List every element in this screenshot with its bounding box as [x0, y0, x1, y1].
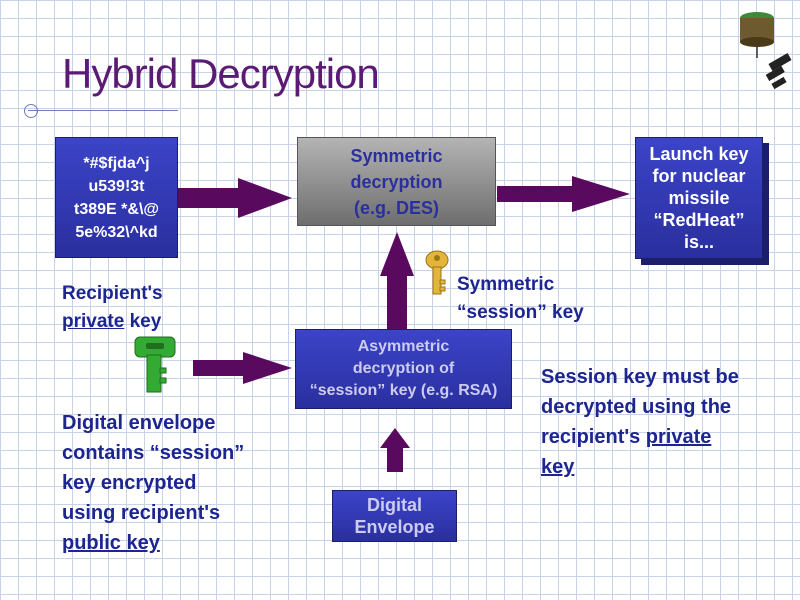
ciphertext-line: u539!3t [88, 177, 145, 195]
title-rule [28, 110, 178, 111]
arrow-sym-to-launch [497, 176, 630, 212]
envelope-note-line: using recipient's [62, 502, 221, 524]
recipient-private-word: private [62, 311, 125, 332]
envelope-note-public-key: public key [62, 532, 160, 554]
launch-line: for nuclear [652, 166, 746, 186]
symmetric-line: decryption [350, 171, 443, 192]
asymmetric-decryption-box: Asymmetric decryption of “session” key (… [295, 329, 512, 409]
bullet-circle [24, 104, 38, 118]
sym-key-line2: “session” key [457, 302, 584, 323]
envelope-note-line: key encrypted [62, 472, 197, 494]
session-note-line: decrypted using the [541, 396, 732, 418]
asymmetric-line: “session” key (e.g. RSA) [309, 382, 498, 399]
ciphertext-line: t389E *&\@ [74, 200, 159, 218]
gold-key-icon [425, 250, 449, 295]
asymmetric-line: Asymmetric [357, 338, 450, 355]
plaintext-launch-box: Launch key for nuclear missile “RedHeat”… [635, 137, 763, 259]
recipient-prefix: Recipient's [62, 283, 163, 304]
symmetric-session-key-label: Symmetric “session” key [457, 271, 584, 327]
session-note-prefix: recipient's [541, 426, 646, 448]
session-key-note: Session key must be decrypted using the … [541, 362, 739, 482]
session-note-line: Session key must be [541, 366, 739, 388]
arrow-cipher-to-sym [178, 178, 292, 218]
green-key-icon [134, 336, 176, 393]
recipient-key-word: key [124, 311, 162, 332]
symmetric-line: Symmetric [350, 145, 443, 166]
session-note-private: private [645, 426, 712, 448]
envelope-note-line: contains “session” [62, 442, 245, 464]
symmetric-line: (e.g. DES) [353, 197, 439, 218]
ciphertext-line: 5e%32\^kd [75, 223, 158, 241]
session-note-key: key [541, 456, 575, 478]
envelope-note-line: Digital envelope [62, 412, 216, 434]
asymmetric-line: decryption of [352, 360, 455, 377]
arrow-env-to-asym [380, 428, 410, 472]
launch-line: is... [683, 232, 714, 252]
launch-line: Launch key [649, 144, 749, 164]
arrow-asym-to-sym [380, 232, 414, 329]
envelope-line: Digital [366, 495, 422, 515]
symmetric-decryption-box: Symmetric decryption (e.g. DES) [297, 137, 496, 226]
launch-line: missile [668, 188, 730, 208]
envelope-line: Envelope [354, 517, 435, 537]
slide-title: Hybrid Decryption [62, 50, 380, 97]
sym-key-line1: Symmetric [457, 274, 555, 295]
ciphertext-box: *#$fjda^j u539!3t t389E *&\@ 5e%32\^kd [55, 137, 178, 258]
digital-envelope-note: Digital envelope contains “session” key … [62, 408, 244, 558]
arrow-key-to-asym [193, 352, 292, 384]
recipient-private-key-label: Recipient's private key [62, 280, 163, 336]
launch-line: “RedHeat” [653, 210, 745, 230]
digital-envelope-box: Digital Envelope [332, 490, 457, 542]
ciphertext-line: *#$fjda^j [83, 154, 150, 172]
mainframe-computer-icon [740, 12, 792, 90]
